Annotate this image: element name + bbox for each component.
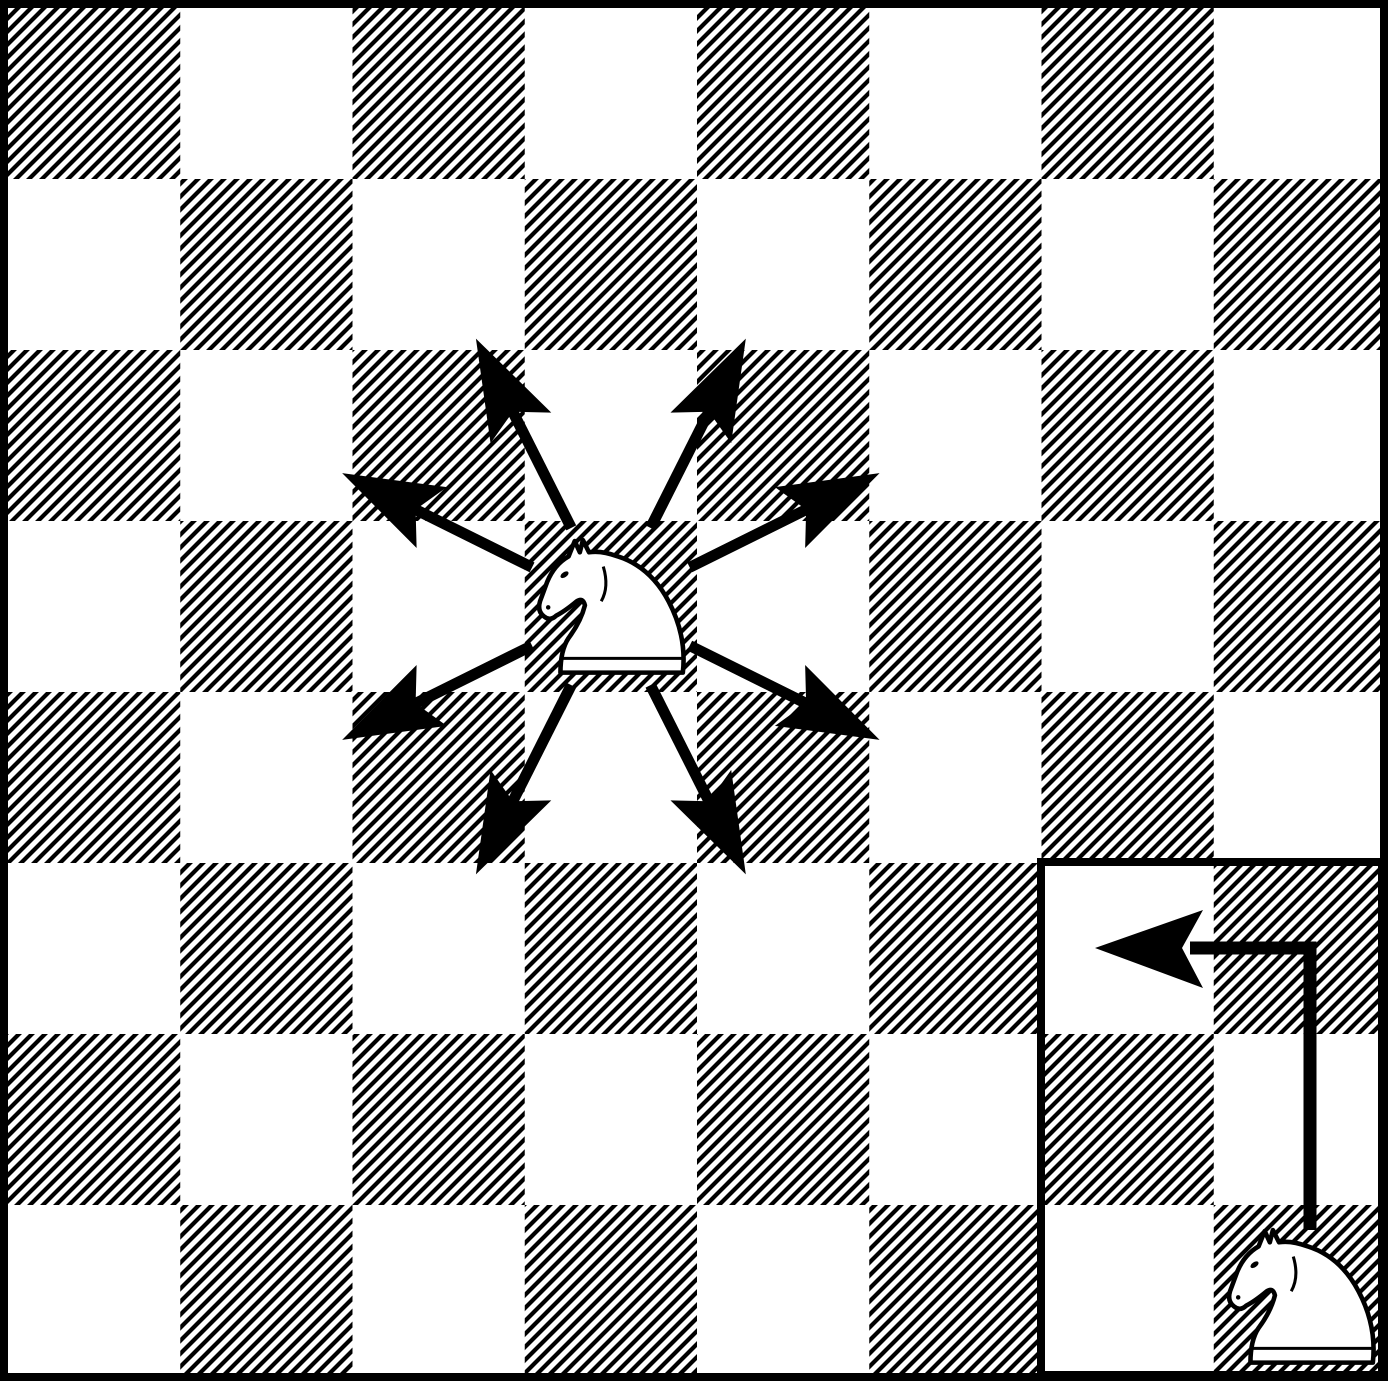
- square-c7-light: [353, 179, 526, 351]
- square-e2-dark: [697, 1034, 870, 1206]
- square-f5-dark: [869, 521, 1042, 693]
- square-b8-light: [180, 8, 353, 180]
- square-d1-dark: [525, 1205, 698, 1377]
- square-a7-light: [8, 179, 181, 351]
- square-f1-dark: [869, 1205, 1042, 1377]
- square-a2-dark: [8, 1034, 181, 1206]
- square-d8-light: [525, 8, 698, 180]
- square-h4-light: [1214, 692, 1387, 864]
- square-d3-dark: [525, 863, 698, 1035]
- board-squares: [8, 8, 1387, 1377]
- square-b4-light: [180, 692, 353, 864]
- square-d7-dark: [525, 179, 698, 351]
- square-b7-dark: [180, 179, 353, 351]
- square-a6-dark: [8, 350, 181, 522]
- square-g4-dark: [1042, 692, 1215, 864]
- square-f2-light: [869, 1034, 1042, 1206]
- square-d2-light: [525, 1034, 698, 1206]
- square-f7-dark: [869, 179, 1042, 351]
- square-c3-light: [353, 863, 526, 1035]
- square-c8-dark: [353, 8, 526, 180]
- square-b5-dark: [180, 521, 353, 693]
- square-g1-light: [1042, 1205, 1215, 1377]
- square-a8-dark: [8, 8, 181, 180]
- square-f4-light: [869, 692, 1042, 864]
- square-g2-dark: [1042, 1034, 1215, 1206]
- square-e3-light: [697, 863, 870, 1035]
- square-a3-light: [8, 863, 181, 1035]
- square-e8-dark: [697, 8, 870, 180]
- square-h7-dark: [1214, 179, 1387, 351]
- square-g8-dark: [1042, 8, 1215, 180]
- square-g6-dark: [1042, 350, 1215, 522]
- square-h5-dark: [1214, 521, 1387, 693]
- square-c1-light: [353, 1205, 526, 1377]
- square-f6-light: [869, 350, 1042, 522]
- square-b3-dark: [180, 863, 353, 1035]
- square-c2-dark: [353, 1034, 526, 1206]
- square-e1-light: [697, 1205, 870, 1377]
- square-e7-light: [697, 179, 870, 351]
- square-b6-light: [180, 350, 353, 522]
- square-g5-light: [1042, 521, 1215, 693]
- square-b1-dark: [180, 1205, 353, 1377]
- square-a5-light: [8, 521, 181, 693]
- square-g7-light: [1042, 179, 1215, 351]
- square-f3-dark: [869, 863, 1042, 1035]
- square-a1-light: [8, 1205, 181, 1377]
- square-h2-light: [1214, 1034, 1387, 1206]
- square-f8-light: [869, 8, 1042, 180]
- square-b2-light: [180, 1034, 353, 1206]
- square-h8-light: [1214, 8, 1387, 180]
- square-a4-dark: [8, 692, 181, 864]
- square-h6-light: [1214, 350, 1387, 522]
